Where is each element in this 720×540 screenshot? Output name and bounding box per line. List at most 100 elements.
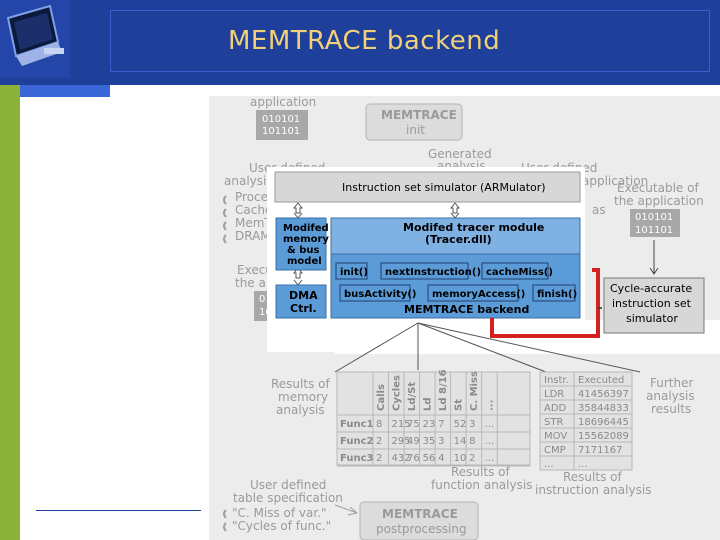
ghost-app-code-2: 101101 (262, 126, 300, 137)
fn-table-cell: 56 (423, 453, 436, 464)
fn-table-cell: 23 (423, 419, 436, 430)
fn-table-cell: 76 (407, 453, 420, 464)
fn-table-header: Calls (376, 384, 387, 411)
ghost-dram: DRAM (235, 229, 271, 243)
ghost-exe-box (630, 209, 680, 237)
header-frame (110, 10, 710, 72)
bottom-table-spec: table specification (233, 491, 343, 505)
results-func-2: function analysis (431, 478, 532, 492)
ghost-exec-left-1: Execu (237, 263, 273, 277)
fn-table-header: Ld (423, 397, 434, 411)
accent-strip-top (0, 85, 110, 97)
ghost-exec-left-2: the ap (235, 276, 273, 290)
fn-bus-label: busActivity() (344, 289, 417, 300)
instr-table-cell: 41456397 (578, 389, 629, 400)
fn-table-cell: ... (485, 419, 495, 430)
ghost-the-application: the application (614, 194, 704, 208)
fn-table-header: ... (485, 400, 496, 411)
footer-line (36, 510, 201, 511)
fn-table-cell: 8 (469, 436, 475, 447)
results-mem-1: Results of (271, 377, 330, 391)
fn-table-cell: 52 (454, 419, 467, 430)
ghost-app-box (256, 110, 308, 140)
red-connector (490, 268, 600, 338)
results-instr-2: instruction analysis (535, 483, 651, 497)
bottom-spec-1: "C. Miss of var." (232, 506, 327, 520)
fn-table-cell: 432 (392, 453, 411, 464)
fn-table-cell: 35 (423, 436, 436, 447)
fn-table-cell: 8 (376, 419, 382, 430)
cycle-label-1: Cycle-accurate (610, 282, 692, 295)
instr-table-cell: Executed (578, 375, 624, 386)
cycle-label-3: simulator (626, 312, 678, 325)
fn-table-cell: ... (485, 436, 495, 447)
ghost-generated: Generated (428, 147, 492, 161)
ghost-executable-of: Executable of (617, 181, 699, 195)
fn-init-box (335, 262, 368, 280)
tracer-module-box (330, 217, 581, 255)
fn-table-header: St (454, 399, 465, 411)
bottom-user-defined: User defined (250, 478, 326, 492)
instr-table-cell: ADD (544, 403, 567, 414)
fn-init-label: init() (340, 267, 368, 278)
ghost-bullets (223, 195, 227, 244)
iss-box (274, 171, 581, 203)
computer-logo-icon (0, 0, 70, 78)
fn-mem-box (427, 284, 519, 302)
fanout-arrows (334, 322, 641, 373)
fn-table-cell: 2 (376, 436, 382, 447)
instruction-table (539, 371, 633, 471)
instr-table-cell: 7171167 (578, 445, 623, 456)
ghost-cache: Cache (235, 203, 272, 217)
fn-table-cell: 3 (438, 436, 444, 447)
ghost-application: application (250, 95, 316, 109)
fn-table-header: Ld/St (407, 382, 418, 411)
accent-strip-left (0, 85, 20, 540)
memory-model-label-3: & bus (287, 245, 319, 256)
cycle-simulator-box (603, 277, 705, 334)
fn-table-cell: ... (485, 453, 495, 464)
fn-cache-label: cacheMiss() (486, 267, 553, 278)
ghost-analysis-left: analysis (224, 174, 273, 188)
fn-next-box (380, 262, 469, 280)
fn-table-cell: 7 (438, 419, 444, 430)
ghost-exec-left-code-2: 10 (259, 307, 272, 318)
instr-table-cell: MOV (544, 431, 567, 442)
bottom-arrow (334, 504, 359, 516)
results-further-1: Further (650, 376, 693, 390)
ghost-application-right: application (582, 174, 648, 188)
instr-table-cell: ... (544, 459, 554, 470)
fn-table-cell: 4 (438, 453, 444, 464)
header-bar (0, 0, 720, 85)
ghost-init: init (406, 123, 425, 137)
function-buttons: init() nextInstruction() cacheMiss() bus… (335, 262, 577, 302)
fn-table-cell: 215 (392, 419, 411, 430)
instr-table-cell: 18696445 (578, 417, 629, 428)
bottom-bullets (223, 509, 227, 532)
ghost-app-code-1: 010101 (262, 114, 300, 125)
instr-table-cell: ... (578, 459, 588, 470)
instr-table-cell: LDR (544, 389, 564, 400)
results-further-2: analysis (646, 389, 695, 403)
dma-label-2: Ctrl. (290, 302, 317, 315)
fn-table-cell: 3 (469, 419, 475, 430)
exe-to-simulator-arrow (649, 240, 659, 275)
fn-next-label: nextInstruction() (385, 267, 481, 278)
postprocessing-box (359, 501, 479, 540)
results-further-3: results (651, 402, 691, 416)
memory-model-label-2: memory (283, 234, 329, 245)
fn-table-header: C. Miss (469, 371, 480, 411)
ghost-memtrace-init-box (365, 103, 463, 141)
tracer-label-2: (Tracer.dll) (425, 233, 492, 246)
fn-table-cell: 75 (407, 419, 420, 430)
results-mem-2: memory (278, 390, 328, 404)
results-mem-3: analysis (276, 403, 325, 417)
fn-cache-box (481, 262, 549, 280)
fn-finish-label: finish() (537, 289, 577, 300)
fn-table-header: Cycles (392, 375, 403, 411)
ghost-mem: MemT (235, 216, 272, 230)
